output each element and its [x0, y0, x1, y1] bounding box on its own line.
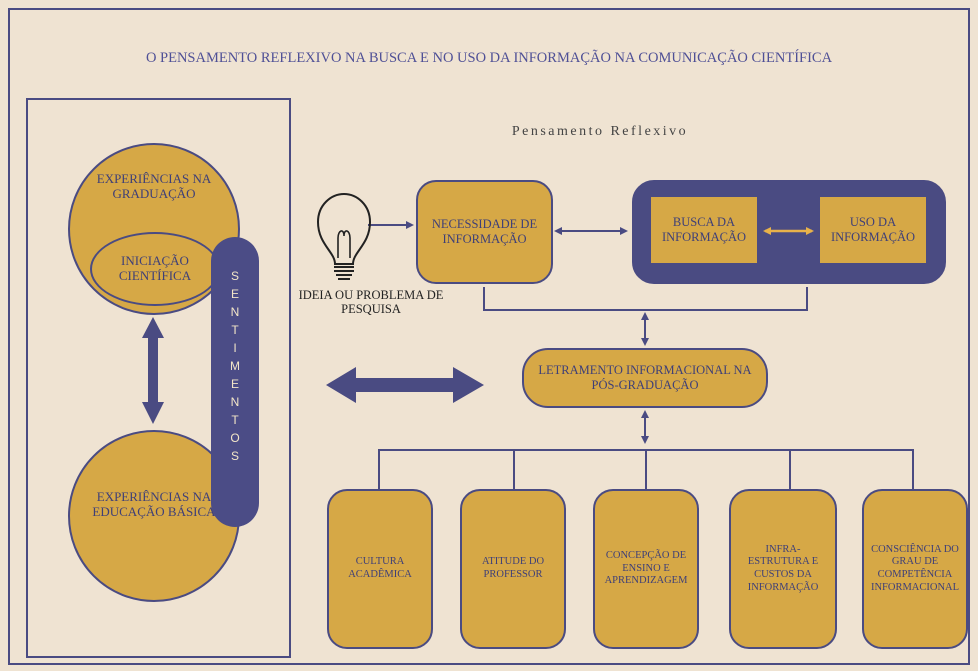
sentimentos-letter: I: [233, 341, 237, 355]
factor-box-concepcao: CONCEPÇÃO DE ENSINO E APRENDIZAGEM: [593, 489, 699, 649]
factor-box-consciencia: CONSCIÊNCIA DO GRAU DE COMPETÊNCIA INFOR…: [862, 489, 968, 649]
left-panel: [26, 98, 291, 658]
busca-informacao-label: BUSCA DA INFORMAÇÃO: [661, 215, 747, 244]
sentimentos-bar: S E N T I M E N T O S: [211, 237, 259, 527]
necessidade-informacao-label: NECESSIDADE DE INFORMAÇÃO: [431, 217, 538, 246]
iniciacao-cientifica-circle: [90, 232, 220, 306]
lightbulb-icon: [316, 192, 372, 280]
sentimentos-letter: S: [230, 449, 239, 463]
factor-label-concepcao: CONCEPÇÃO DE ENSINO E APRENDIZAGEM: [604, 550, 688, 587]
sentimentos-letter: N: [230, 395, 240, 409]
experiencias-basica-label: EXPERIÊNCIAS NA EDUCAÇÃO BÁSICA: [92, 489, 216, 519]
pensamento-reflexivo-label: Pensamento Reflexivo: [511, 124, 689, 139]
uso-informacao-label: USO DA INFORMAÇÃO: [830, 215, 916, 244]
uso-informacao-box: USO DA INFORMAÇÃO: [820, 197, 926, 263]
factor-label-atitude: ATITUDE DO PROFESSOR: [481, 556, 545, 580]
sentimentos-letter: N: [230, 305, 240, 319]
factor-box-infraestrutura: INFRA-ESTRUTURA E CUSTOS DA INFORMAÇÃO: [729, 489, 837, 649]
big-horizontal-double-arrow: [326, 367, 484, 403]
letramento-box: LETRAMENTO INFORMACIONAL NA PÓS-GRADUAÇÃ…: [522, 348, 768, 408]
experiencias-graduacao-label: EXPERIÊNCIAS NA GRADUAÇÃO: [96, 171, 212, 201]
sentimentos-letter: S: [230, 269, 239, 283]
sentimentos-letter: M: [230, 359, 240, 373]
letramento-label: LETRAMENTO INFORMACIONAL NA PÓS-GRADUAÇÃ…: [538, 363, 752, 392]
vertical-double-arrow: [142, 317, 164, 424]
factor-label-infraestrutura: INFRA-ESTRUTURA E CUSTOS DA INFORMAÇÃO: [747, 543, 819, 593]
diagram-title: O PENSAMENTO REFLEXIVO NA BUSCA E NO USO…: [145, 50, 833, 66]
iniciacao-cientifica-label: INICIAÇÃO CIENTÍFICA: [118, 253, 192, 283]
busca-informacao-box: BUSCA DA INFORMAÇÃO: [651, 197, 757, 263]
necessidade-informacao-box: NECESSIDADE DE INFORMAÇÃO: [416, 180, 553, 284]
factor-label-cultura: CULTURA ACADÊMICA: [348, 556, 412, 580]
sentimentos-letter: E: [230, 377, 239, 391]
factor-box-cultura: CULTURA ACADÊMICA: [327, 489, 433, 649]
sentimentos-letter: O: [230, 431, 240, 445]
factor-box-atitude: ATITUDE DO PROFESSOR: [460, 489, 566, 649]
top-bracket: [483, 287, 808, 311]
factor-label-consciencia: CONSCIÊNCIA DO GRAU DE COMPETÊNCIA INFOR…: [870, 543, 960, 593]
outer-frame: [8, 8, 970, 665]
sentimentos-letter: E: [230, 287, 239, 301]
sentimentos-letter: T: [231, 413, 239, 427]
idea-label: IDEIA OU PROBLEMA DE PESQUISA: [298, 288, 444, 317]
sentimentos-letter: T: [231, 323, 239, 337]
